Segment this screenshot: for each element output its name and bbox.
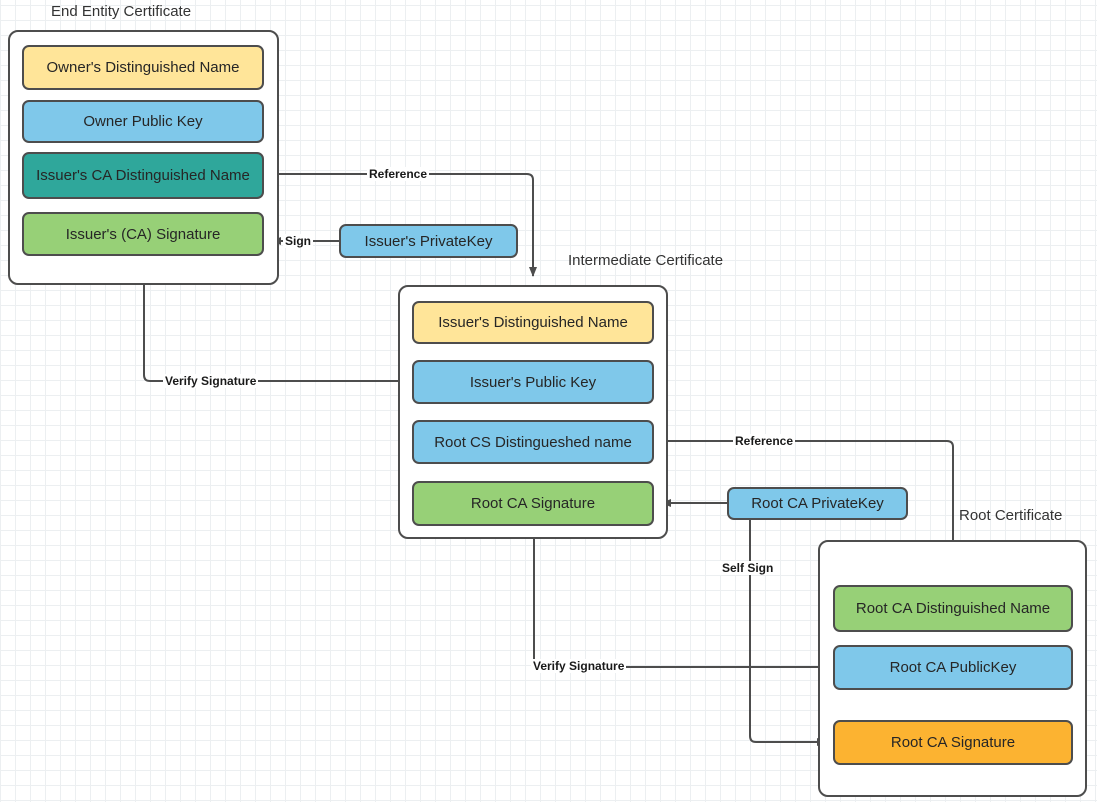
field-label: Root CA Signature (470, 495, 596, 512)
intermediate-field-issuer-distinguished-name[interactable]: Issuer's Distinguished Name (412, 301, 654, 344)
intermediate-field-root-ca-signature[interactable]: Root CA Signature (412, 481, 654, 526)
field-label: Owner's Distinguished Name (46, 59, 240, 76)
edge-label-sign: Sign (283, 234, 313, 248)
edge-label-reference-bottom: Reference (733, 434, 796, 448)
edge-label-self-sign: Self Sign (720, 561, 776, 575)
root-field-root-ca-signature[interactable]: Root CA Signature (833, 720, 1073, 765)
root-ca-private-key-node[interactable]: Root CA PrivateKey (727, 487, 908, 520)
intermediate-field-issuer-public-key[interactable]: Issuer's Public Key (412, 360, 654, 404)
end-entity-field-issuer-ca-signature[interactable]: Issuer's (CA) Signature (22, 212, 264, 256)
edge-self-sign (749, 520, 827, 746)
key-label: Issuer's PrivateKey (364, 232, 493, 250)
edge-label-verify-signature-top: Verify Signature (163, 374, 259, 388)
group-title-root: Root Certificate (959, 507, 1063, 524)
field-label: Root CA Signature (890, 734, 1016, 751)
field-label: Root CA Distinguished Name (855, 600, 1051, 617)
edge-label-verify-signature-bottom: Verify Signature (531, 659, 627, 673)
field-label: Issuer's Public Key (469, 373, 597, 391)
root-field-root-ca-distinguished-name[interactable]: Root CA Distinguished Name (833, 585, 1073, 632)
field-label: Owner Public Key (83, 113, 203, 130)
end-entity-field-owner-distinguished-name[interactable]: Owner's Distinguished Name (22, 45, 264, 90)
intermediate-field-root-cs-distinguished-name[interactable]: Root CS Distingueshed name (412, 420, 654, 464)
edge-verify-signature-bottom (530, 527, 833, 668)
root-field-root-ca-public-key[interactable]: Root CA PublicKey (833, 645, 1073, 690)
field-label: Issuer's (CA) Signature (65, 225, 221, 243)
end-entity-field-issuer-ca-distinguished-name[interactable]: Issuer's CA Distinguished Name (22, 152, 264, 199)
field-label: Root CA PublicKey (889, 659, 1017, 676)
key-label: Root CA PrivateKey (751, 495, 884, 512)
field-label: Issuer's Distinguished Name (438, 314, 628, 331)
group-title-intermediate: Intermediate Certificate (568, 252, 724, 269)
end-entity-field-owner-public-key[interactable]: Owner Public Key (22, 100, 264, 143)
field-label: Root CS Distingueshed name (434, 433, 632, 451)
edge-label-reference-top: Reference (367, 167, 430, 181)
issuer-private-key-node[interactable]: Issuer's PrivateKey (339, 224, 518, 258)
group-title-end-entity: End Entity Certificate (51, 3, 192, 20)
field-label: Issuer's CA Distinguished Name (36, 167, 250, 184)
